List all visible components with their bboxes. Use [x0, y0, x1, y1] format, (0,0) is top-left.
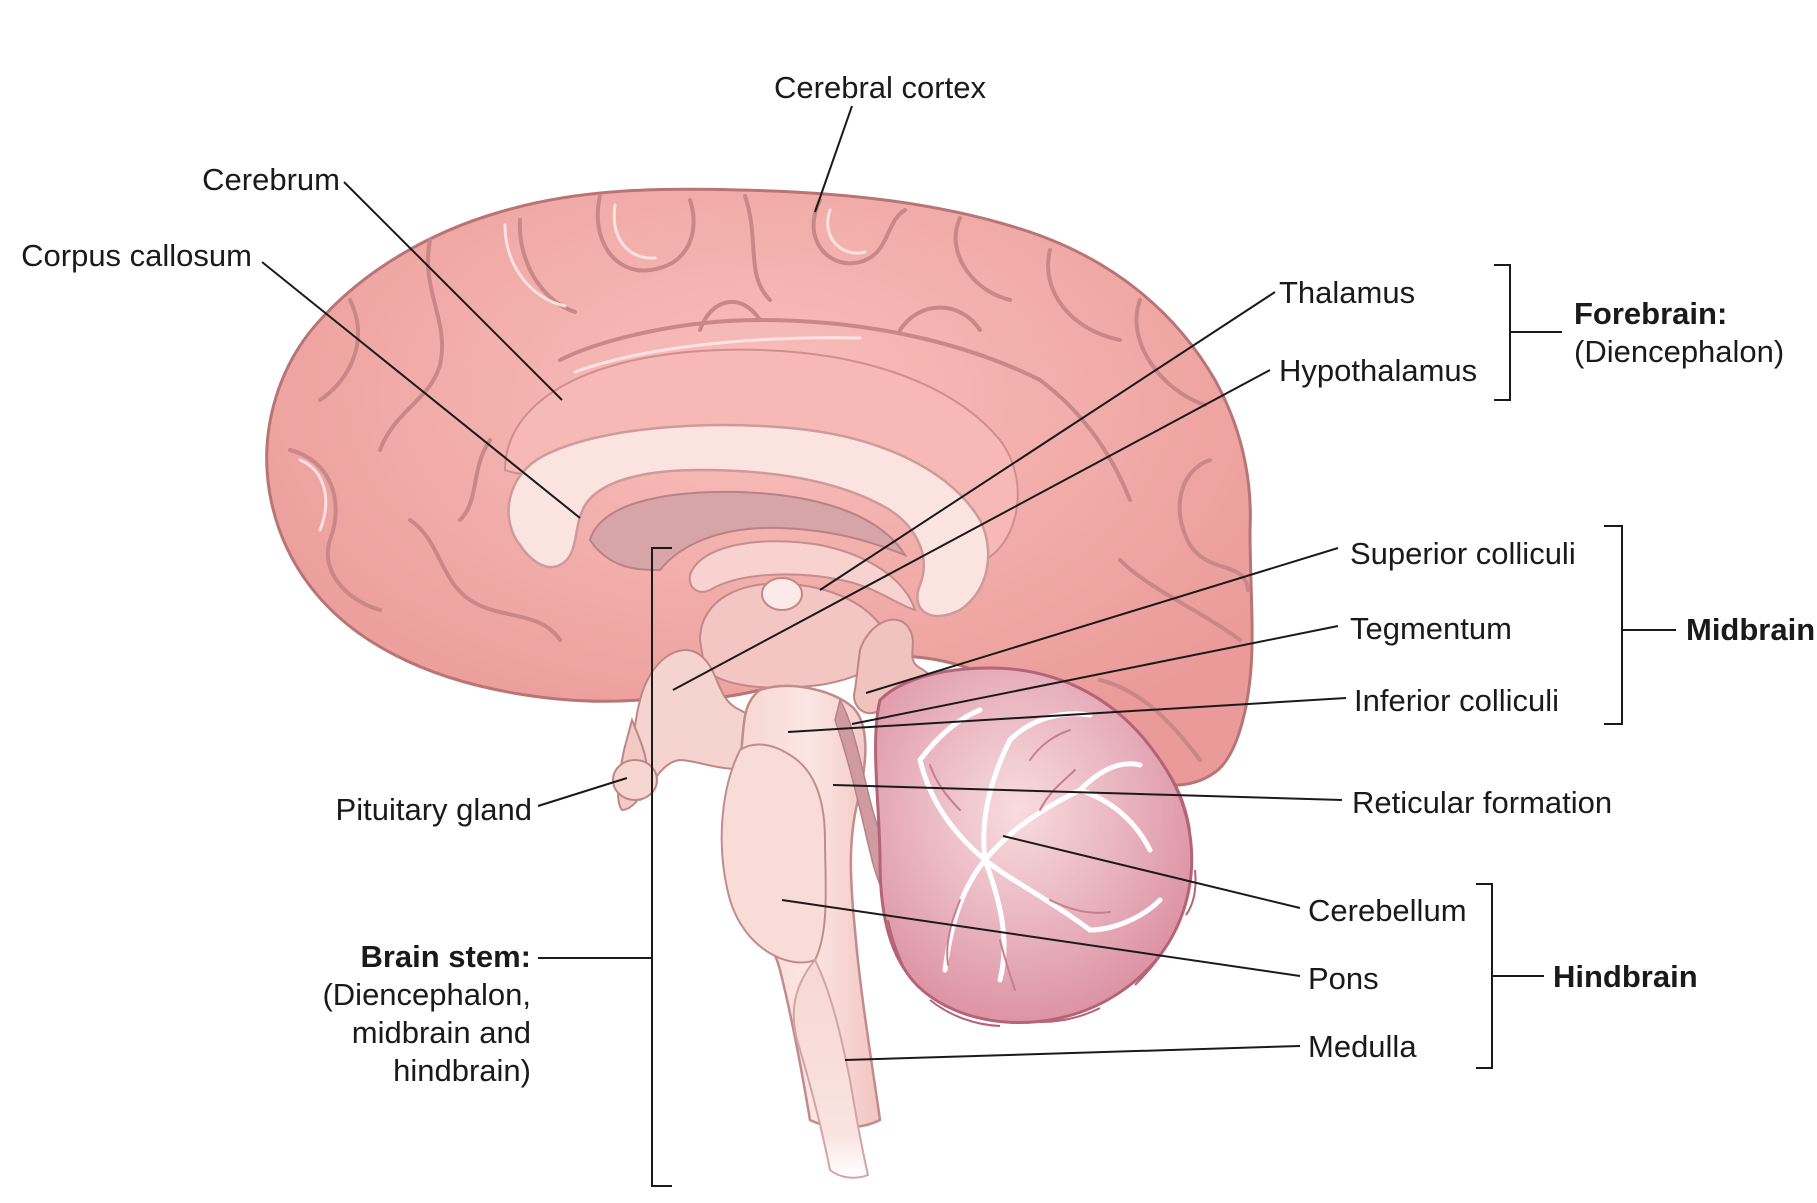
- fornix-shape: [688, 540, 917, 612]
- label-forebrain: Forebrain:: [1574, 296, 1727, 331]
- pons-shape: [720, 743, 827, 964]
- label-brain-stem: Brain stem:: [360, 939, 531, 974]
- label-brain-stem-line-3: hindbrain): [393, 1053, 531, 1088]
- label-forebrain-sub: (Diencephalon): [1574, 334, 1784, 369]
- cerebellum-shape: [874, 666, 1194, 1024]
- labels: Cerebral cortex Cerebrum Corpus callosum…: [21, 70, 1815, 1088]
- interthalamic-adhesion: [761, 577, 803, 611]
- label-brain-stem-line-1: (Diencephalon,: [322, 977, 531, 1012]
- cerebellum-illustration: [874, 666, 1197, 1027]
- label-thalamus: Thalamus: [1279, 275, 1415, 310]
- leader-lines: [261, 105, 1347, 1061]
- group-brackets: [651, 264, 1676, 1187]
- label-inferior-colliculi: Inferior colliculi: [1354, 683, 1559, 718]
- brain-illustration: [265, 187, 1254, 1179]
- pituitary-gland-shape: [612, 759, 658, 801]
- label-corpus-callosum: Corpus callosum: [21, 238, 252, 273]
- label-superior-colliculi: Superior colliculi: [1350, 536, 1576, 571]
- label-tegmentum: Tegmentum: [1350, 611, 1512, 646]
- midbrain-bracket: [1604, 525, 1623, 725]
- label-cerebral-cortex: Cerebral cortex: [774, 70, 986, 105]
- label-midbrain: Midbrain: [1686, 612, 1815, 647]
- hindbrain-bracket: [1476, 883, 1493, 1069]
- label-hypothalamus: Hypothalamus: [1279, 353, 1477, 388]
- label-cerebrum: Cerebrum: [202, 162, 340, 197]
- label-medulla: Medulla: [1308, 1029, 1417, 1064]
- cortex-gyri: [288, 194, 1250, 762]
- label-cerebellum: Cerebellum: [1308, 893, 1467, 928]
- label-pituitary-gland: Pituitary gland: [336, 792, 532, 827]
- brainstem-bracket: [651, 547, 672, 1187]
- ventricle-shape: [588, 490, 908, 572]
- label-brain-stem-line-2: midbrain and: [352, 1015, 531, 1050]
- label-pons: Pons: [1308, 961, 1379, 996]
- label-reticular-formation: Reticular formation: [1352, 785, 1612, 820]
- label-hindbrain: Hindbrain: [1553, 959, 1698, 994]
- medulla-shape: [792, 958, 870, 1179]
- forebrain-bracket: [1494, 264, 1511, 401]
- corpus-callosum-shape: [507, 423, 990, 618]
